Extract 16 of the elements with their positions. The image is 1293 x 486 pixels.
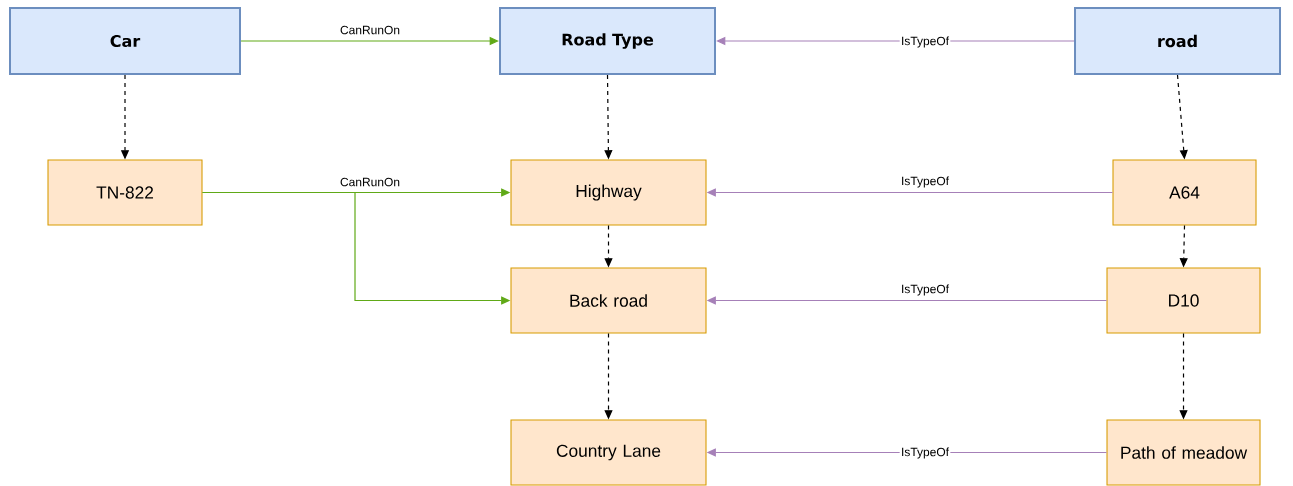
class-box: Car — [9, 7, 241, 75]
instance-box: Country Lane — [510, 419, 707, 486]
instance-box: Back road — [510, 267, 707, 334]
class-box: Road Type — [499, 7, 716, 75]
edge-label: IsTypeOf — [899, 283, 951, 297]
instance-box: A64 — [1112, 159, 1257, 226]
instance-box: D10 — [1106, 267, 1261, 334]
edge-label: CanRunOn — [338, 176, 402, 188]
edge-label: IsTypeOf — [899, 35, 951, 49]
instance-box: TN-822 — [47, 159, 203, 226]
class-box: road — [1074, 7, 1281, 75]
edge-label: IsTypeOf — [899, 446, 951, 460]
edge-label: CanRunOn — [338, 24, 402, 36]
instance-box: Path of meadow — [1106, 419, 1261, 486]
instance-box: Highway — [510, 159, 707, 226]
edge-label: IsTypeOf — [899, 175, 951, 189]
